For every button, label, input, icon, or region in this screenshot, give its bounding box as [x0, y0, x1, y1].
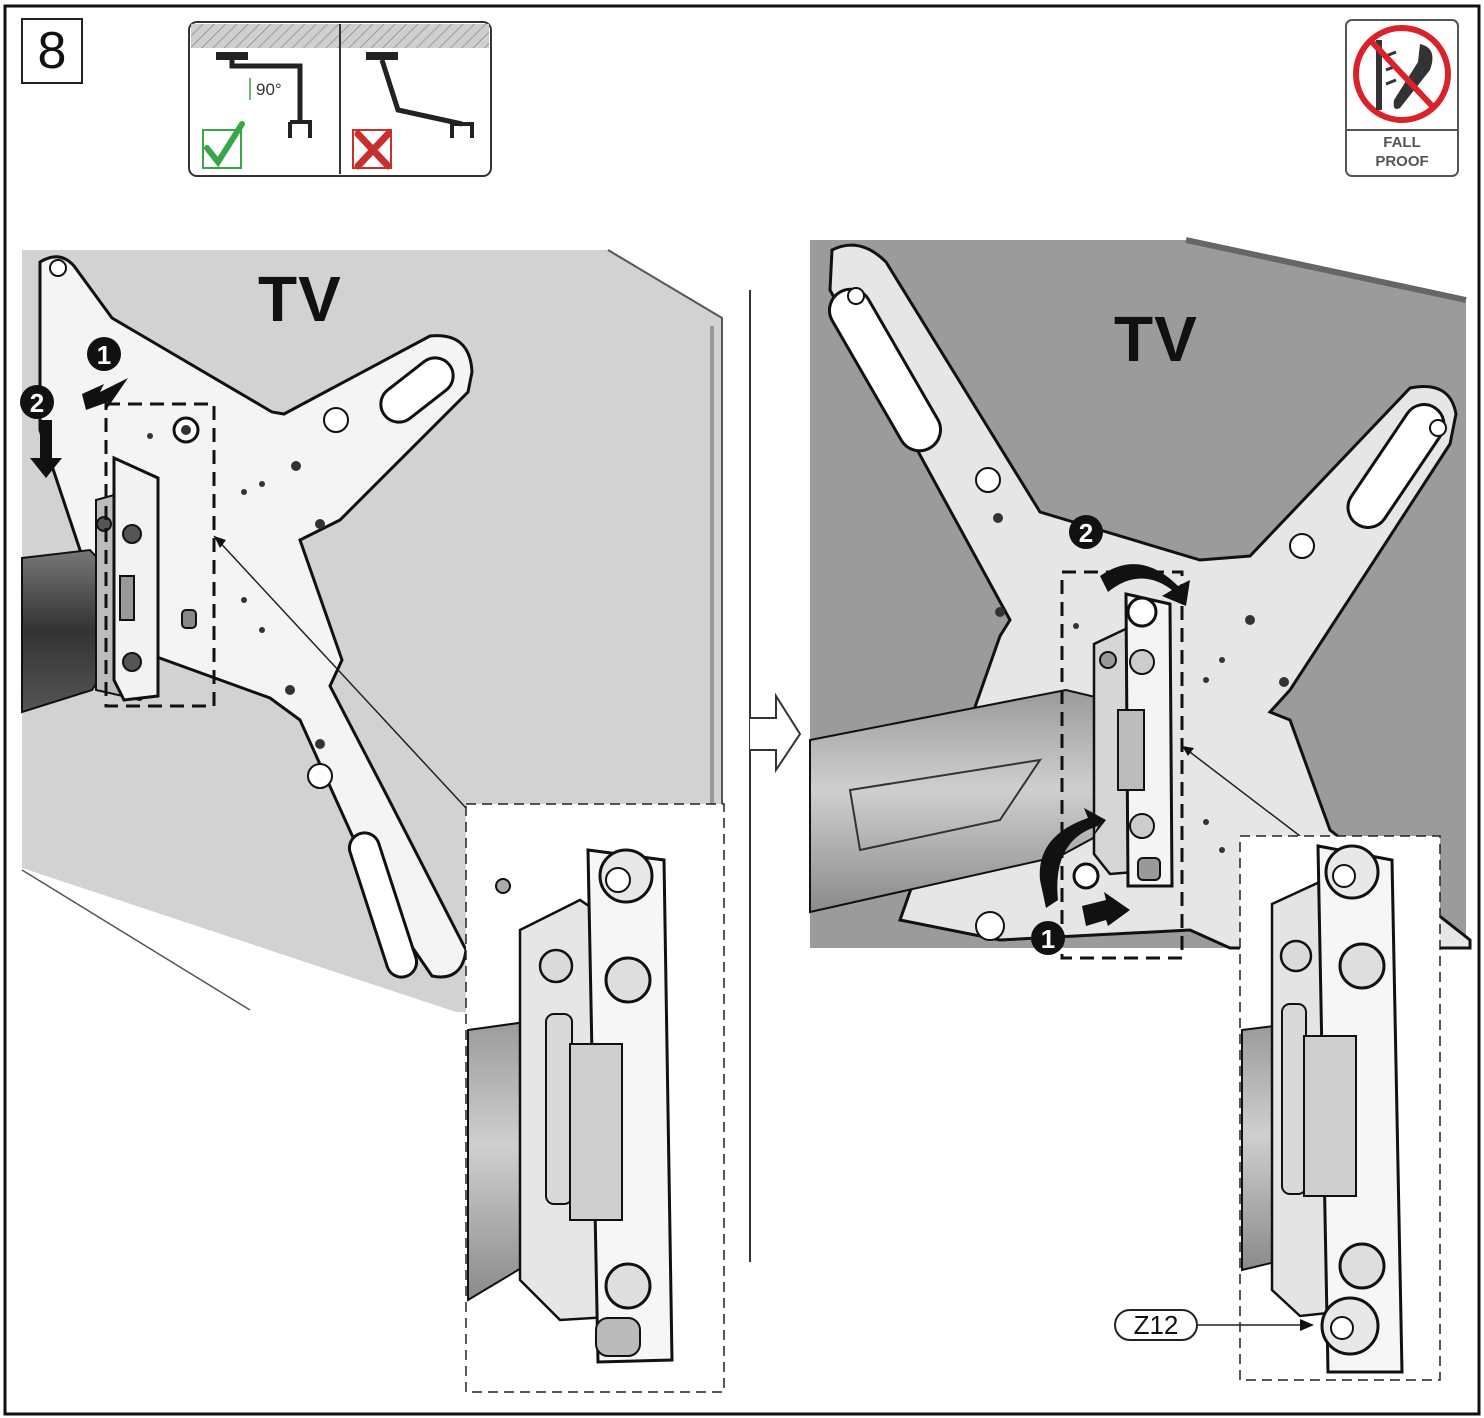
callout-2-left: 2 [20, 385, 54, 419]
callout-1-left: 1 [87, 337, 121, 371]
slide-arrow [1082, 892, 1130, 926]
fall-proof-line2: PROOF [1375, 153, 1429, 170]
svg-text:1: 1 [97, 340, 111, 370]
push-arrow [82, 378, 128, 410]
tv-label-left: TV [258, 263, 342, 335]
right-detail-inset [1198, 835, 1441, 1381]
fall-proof-badge [1345, 19, 1459, 177]
svg-text:2: 2 [30, 388, 44, 418]
orientation-guide [188, 21, 492, 177]
check-icon [202, 121, 245, 169]
left-scene [21, 249, 723, 1012]
callout-2-right: 2 [1069, 515, 1103, 549]
next-step-arrow [750, 692, 802, 774]
detail-focus-box [1060, 570, 1184, 960]
rotate-arrow-bottom [1039, 808, 1106, 908]
svg-text:1: 1 [1041, 924, 1055, 954]
cross-icon [352, 129, 392, 170]
part-label-z12: Z12 [1114, 1309, 1198, 1341]
angle-label: 90° [256, 80, 282, 99]
right-scene [809, 237, 1472, 960]
rotate-arrow-top [1100, 564, 1190, 606]
detail-focus-box [104, 402, 216, 708]
no-fall-icon [1353, 25, 1451, 123]
fall-proof-line1: FALL [1383, 134, 1421, 151]
down-arrow [30, 420, 62, 478]
callout-1-right: 1 [1031, 921, 1065, 955]
step-number: 8 [21, 18, 83, 84]
svg-text:2: 2 [1079, 518, 1093, 548]
fall-proof-text: FALL PROOF [1349, 133, 1455, 171]
tv-label-right: TV [1114, 303, 1198, 375]
left-detail-inset [465, 803, 725, 1393]
